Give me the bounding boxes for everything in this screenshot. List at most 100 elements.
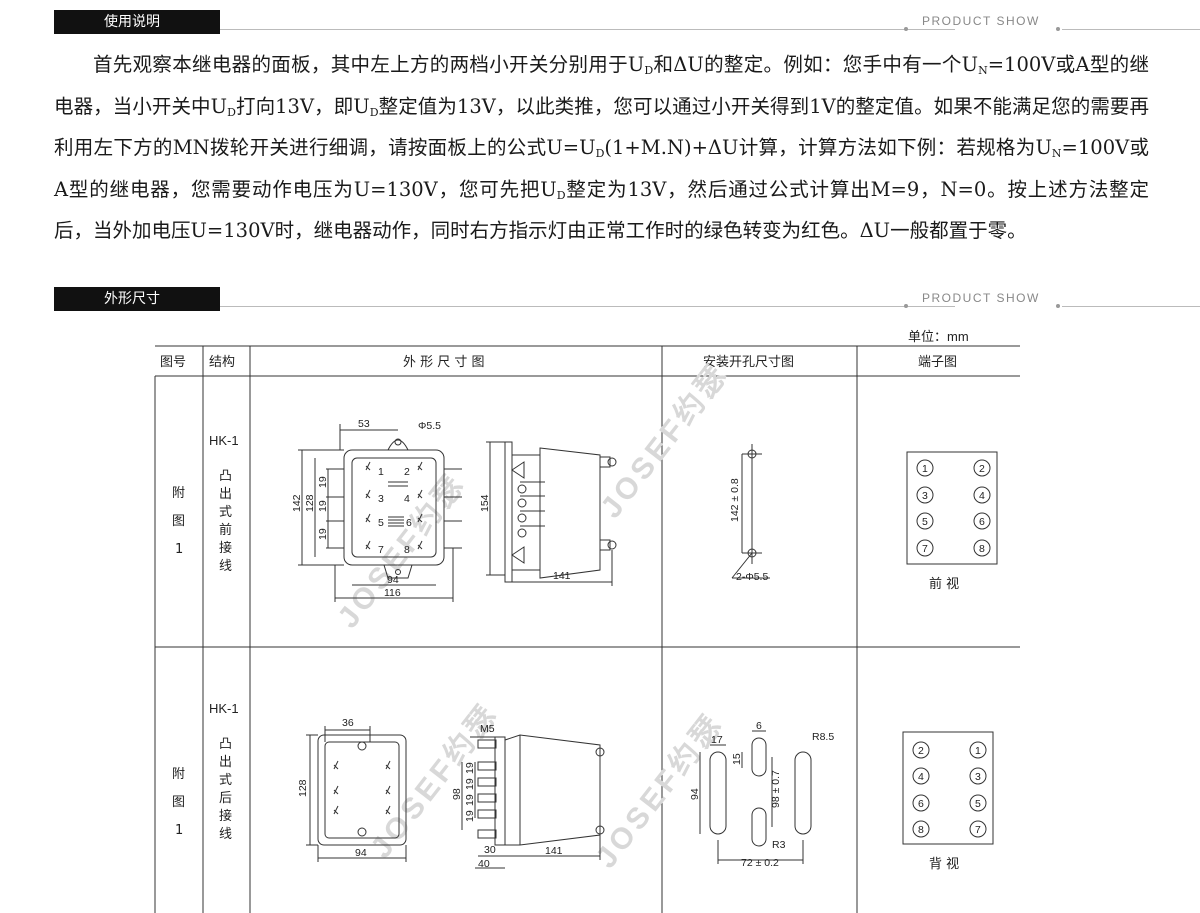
row1-struct: 出	[219, 487, 232, 502]
divider-dot	[1056, 304, 1060, 308]
row2-struct: 出	[219, 755, 232, 770]
divider-dot	[904, 304, 908, 308]
section-header-usage: 使用说明 PRODUCT SHOW	[54, 10, 1200, 34]
dim-label: 94	[387, 574, 399, 586]
dim-label: 17	[711, 734, 723, 746]
dim-label: 94	[355, 847, 367, 859]
dim-label: 98 ± 0.7	[770, 770, 782, 808]
terminal-number: 5	[975, 798, 981, 810]
row1-struct: 接	[219, 540, 232, 556]
dim-label: 154	[479, 494, 491, 512]
terminal-number: 7	[922, 543, 928, 555]
terminal-number: 2	[918, 745, 924, 757]
section-tag: 使用说明	[54, 10, 220, 34]
view-label: 前 视	[929, 576, 959, 592]
dim-label: 128	[297, 779, 309, 797]
pin-number: 4	[404, 493, 410, 505]
dim-label: M5	[480, 723, 495, 735]
unit-label: 单位：mm	[908, 329, 969, 344]
pin-number: 6	[406, 517, 412, 529]
row2-model: HK-1	[209, 701, 239, 716]
divider	[220, 29, 955, 30]
row2-struct: 线	[219, 827, 232, 842]
mount-holes-drawing-1	[731, 444, 770, 579]
header-fig: 图号	[160, 355, 186, 370]
pin-number: 3	[378, 493, 384, 505]
terminal-number: 3	[975, 771, 981, 783]
row1-struct: 前	[219, 522, 232, 538]
header-mount: 安装开孔尺寸图	[703, 355, 794, 370]
mount-holes-drawing-2	[699, 730, 812, 864]
dim-label: 94	[689, 788, 701, 800]
dim-label: 98	[451, 788, 463, 800]
divider	[1062, 29, 1200, 30]
dim-label: 19	[464, 762, 476, 774]
view-label: 背 视	[929, 857, 959, 872]
watermark: JOSEF约瑟	[595, 357, 736, 524]
header-outline: 外 形 尺 寸 图	[403, 355, 485, 370]
dim-label: 116	[384, 587, 401, 599]
dim-label: 53	[358, 418, 370, 430]
usage-instructions: 首先观察本继电器的面板，其中左上方的两档小开关分别用于UD和ΔU的整定。例如：您…	[54, 53, 1150, 242]
dim-label: 40	[478, 858, 490, 870]
dim-label: 19	[317, 476, 329, 488]
pin-number: 5	[378, 517, 384, 529]
pin-number: 7	[378, 544, 384, 556]
terminal-number: 4	[918, 771, 924, 783]
dim-label: 30	[484, 844, 496, 856]
row1-fig: 1	[175, 542, 183, 557]
row2-fig: 1	[175, 823, 183, 838]
row2-fig: 图	[172, 795, 185, 810]
dim-label: 141	[545, 845, 563, 857]
terminal-number: 8	[918, 824, 924, 836]
row2-struct: 式	[219, 773, 232, 788]
terminal-number: 6	[918, 798, 924, 810]
terminal-number: 5	[922, 516, 928, 528]
section-header-dimensions: 外形尺寸 PRODUCT SHOW	[54, 287, 1200, 311]
watermark: JOSEF约瑟	[590, 707, 731, 874]
divider-dot	[904, 27, 908, 31]
header-struct: 结构	[209, 355, 235, 370]
side-view-drawing-2	[461, 734, 605, 869]
row1-fig: 附	[172, 486, 185, 501]
dim-label: 6	[756, 720, 762, 732]
row1-fig: 图	[172, 514, 185, 529]
row1-struct: 凸	[219, 469, 232, 484]
header-terminal: 端子图	[918, 355, 957, 370]
pin-number: 2	[404, 466, 410, 478]
row2-struct: 后	[219, 791, 232, 806]
watermark: JOSEF约瑟	[332, 467, 473, 634]
dim-label: 19	[317, 500, 329, 512]
row2-struct: 接	[219, 808, 232, 824]
pin-number: 1	[378, 466, 384, 478]
back-view-drawing-2	[306, 726, 407, 862]
dim-label: 72 ± 0.2	[741, 857, 779, 869]
terminal-number: 4	[979, 490, 985, 502]
dim-label: R8.5	[812, 731, 834, 743]
row1-model: HK-1	[209, 433, 239, 448]
dim-label: 142	[291, 494, 303, 512]
dim-label: 19	[317, 528, 329, 540]
terminal-diagram-1	[906, 451, 998, 565]
terminal-number: 2	[979, 463, 985, 475]
divider	[1062, 306, 1200, 307]
terminal-number: 1	[922, 463, 928, 475]
dim-label: 36	[342, 717, 354, 729]
dim-label: 19	[464, 794, 476, 806]
terminal-number: 1	[975, 745, 981, 757]
dim-label: 15	[731, 753, 743, 765]
section-label: PRODUCT SHOW	[922, 14, 1040, 28]
dim-label: 141	[553, 570, 571, 582]
terminal-number: 3	[922, 490, 928, 502]
dim-label: Φ5.5	[418, 420, 441, 432]
terminal-number: 6	[979, 516, 985, 528]
dim-label: R3	[772, 839, 786, 851]
row1-struct: 式	[219, 505, 232, 520]
terminal-diagram-2	[902, 731, 994, 845]
dim-label: 142 ± 0.8	[729, 478, 741, 522]
pin-number: 8	[404, 544, 410, 556]
section-tag: 外形尺寸	[54, 287, 220, 311]
row1-struct: 线	[219, 559, 232, 574]
dim-label: 128	[304, 494, 316, 512]
